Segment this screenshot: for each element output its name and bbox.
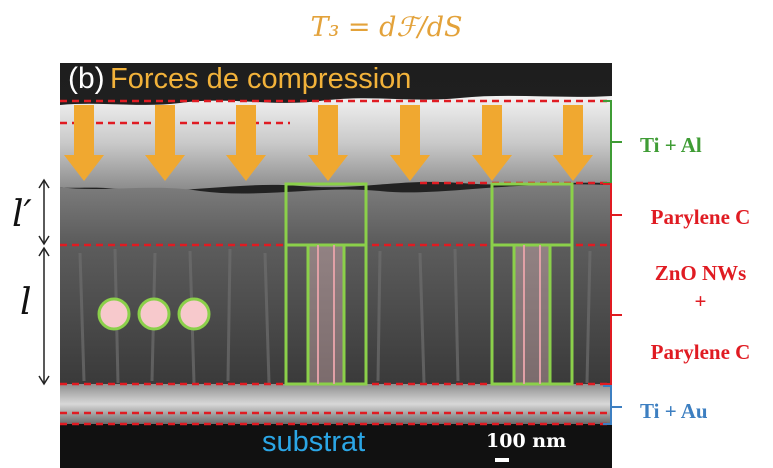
sem-micrograph bbox=[60, 63, 612, 468]
scale-bar bbox=[495, 458, 509, 462]
continuation-dots bbox=[97, 297, 211, 331]
label-parylene-bottom: Parylene C bbox=[650, 340, 751, 364]
ti-au-bracket bbox=[603, 385, 622, 425]
compression-arrow bbox=[145, 105, 185, 181]
compression-arrow bbox=[472, 105, 512, 181]
compression-arrow bbox=[64, 105, 104, 181]
red-bracket bbox=[603, 183, 622, 385]
label-plus: + bbox=[694, 289, 707, 313]
ellipsis-dot bbox=[177, 297, 211, 331]
label-zno-nws: ZnO NWs bbox=[654, 261, 747, 285]
ellipsis-dot bbox=[137, 297, 171, 331]
nanowire-schematic-left bbox=[284, 182, 368, 386]
panel-label: (b) bbox=[68, 62, 105, 95]
ti-au-layer bbox=[60, 384, 612, 424]
compression-arrow bbox=[390, 105, 430, 181]
ellipsis-dot bbox=[97, 297, 131, 331]
label-parylene-top: Parylene C bbox=[650, 205, 751, 229]
label-ti-al: Ti + Al bbox=[640, 133, 702, 157]
compression-arrow bbox=[226, 105, 266, 181]
label-ti-au: Ti + Au bbox=[640, 399, 708, 423]
compression-arrow bbox=[553, 105, 593, 181]
ti-al-bracket bbox=[603, 100, 622, 184]
scale-bar-label: 100 nm bbox=[486, 430, 567, 452]
nanowire-schematic-right bbox=[490, 182, 574, 386]
dimension-arrows bbox=[38, 178, 50, 386]
parylene-top-layer bbox=[60, 184, 612, 246]
compression-arrows bbox=[64, 105, 593, 181]
substrate-label: substrat bbox=[262, 426, 366, 458]
formula: T₃ = dℱ/dS bbox=[310, 12, 463, 43]
dimension-l: l bbox=[20, 282, 32, 323]
substrate-layer bbox=[60, 424, 612, 468]
compression-arrow bbox=[308, 105, 348, 181]
figure-title: Forces de compression bbox=[110, 63, 412, 95]
dimension-l-prime: l′ bbox=[12, 194, 32, 235]
